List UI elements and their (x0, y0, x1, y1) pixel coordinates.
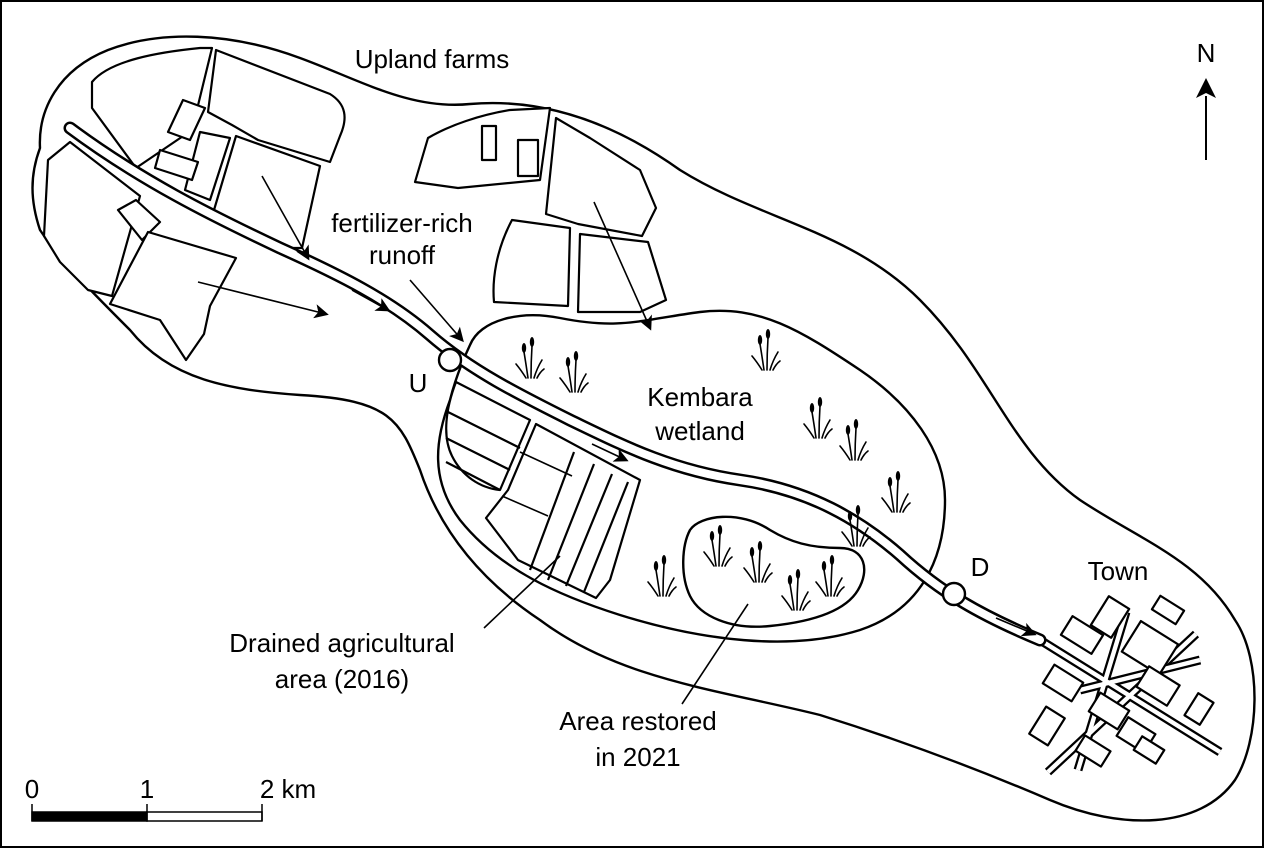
label-restored-line1: Area restored (559, 706, 717, 736)
scale-tick-1: 1 (140, 774, 154, 804)
upland-farm-fields-central (413, 106, 668, 314)
flow-arrow-icon (995, 617, 1037, 637)
sampling-point-u (437, 347, 463, 373)
runoff-arrow-icon (197, 281, 329, 319)
reed-icon (781, 568, 811, 611)
scale-tick-2: 2 km (260, 774, 316, 804)
reed-icon (559, 350, 589, 393)
label-drained-line2: area (2016) (275, 664, 409, 694)
scale-bar: 0 1 2 km (25, 774, 316, 822)
flow-arrows (351, 289, 1037, 637)
label-town: Town (1088, 556, 1149, 586)
flow-arrow-icon (591, 443, 629, 462)
scale-tick-0: 0 (25, 774, 39, 804)
scale-bar-segment-empty (146, 811, 263, 822)
reed-icon (751, 328, 781, 371)
drained-agricultural-fields (445, 380, 642, 600)
scale-bar-segment-filled (31, 811, 148, 822)
drained-area-leader (483, 555, 561, 629)
label-runoff-line1: fertilizer-rich (331, 208, 473, 238)
north-arrow-icon: N (1196, 38, 1216, 160)
reed-icon (839, 418, 869, 461)
runoff-arrows (197, 175, 652, 343)
label-upland-farms: Upland farms (355, 44, 510, 74)
flow-arrow-icon (351, 289, 391, 312)
upland-farm-fields (42, 46, 346, 362)
label-north: N (1197, 38, 1216, 68)
town-buildings (1028, 594, 1215, 768)
label-wetland-line2: wetland (654, 416, 745, 446)
sampling-point-d (941, 581, 967, 607)
label-runoff-line2: runoff (369, 240, 436, 270)
reed-icon (803, 396, 833, 439)
label-wetland-line1: Kembara (647, 382, 753, 412)
label-drained-line1: Drained agricultural (229, 628, 454, 658)
label-restored-line2: in 2021 (595, 742, 680, 772)
reed-icon (515, 336, 545, 379)
watershed-boundary (31, 35, 1256, 822)
runoff-arrow-icon (261, 175, 310, 261)
reed-icon (703, 524, 733, 567)
restored-area-leader (681, 603, 749, 705)
restored-area-boundary (682, 515, 866, 628)
runoff-leader-arrow (409, 279, 464, 343)
reed-icon (743, 540, 773, 583)
reed-icon (647, 554, 677, 597)
label-point-d: D (971, 552, 990, 582)
runoff-arrow-icon (593, 201, 652, 331)
reed-icon (815, 554, 845, 597)
reed-icon (881, 470, 911, 513)
label-point-u: U (409, 368, 428, 398)
river (63, 121, 1047, 647)
